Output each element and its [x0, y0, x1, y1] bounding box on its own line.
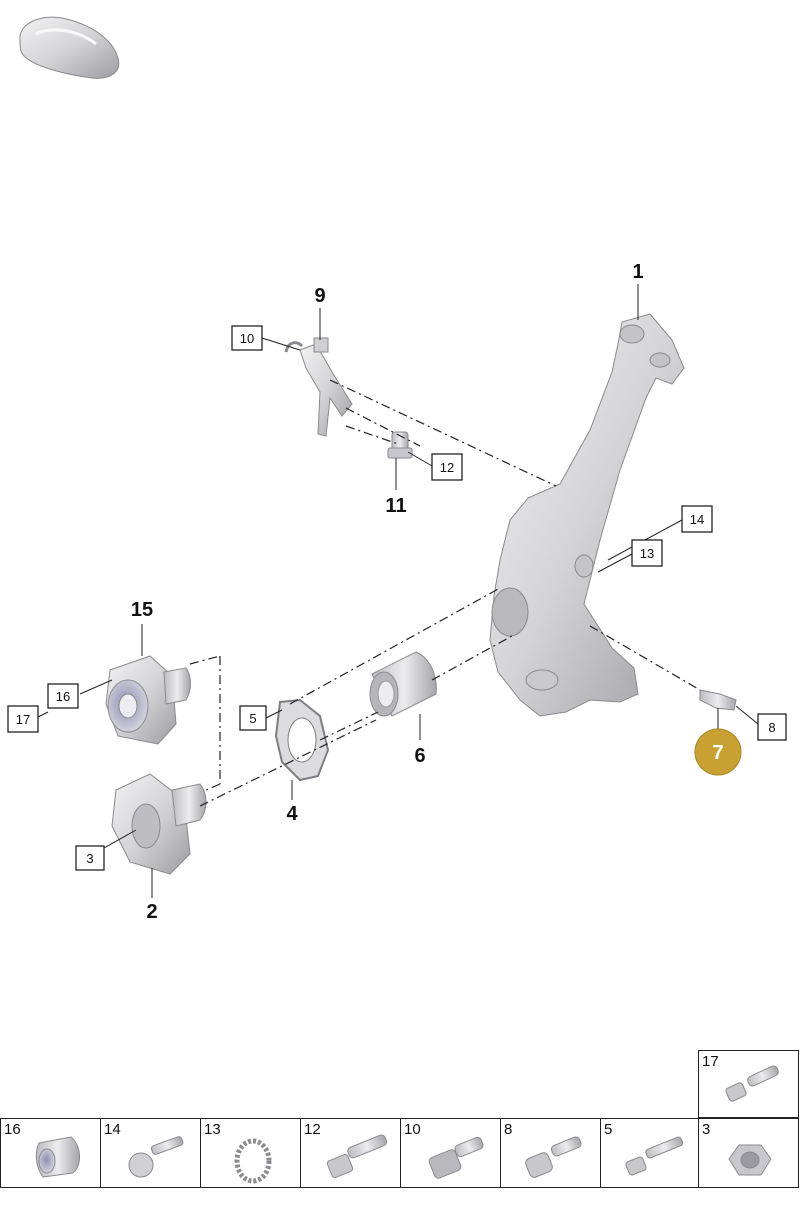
- sleeve-icon: [35, 1136, 80, 1178]
- assembly-lines: [189, 379, 701, 807]
- callout-box-14: 14: [681, 505, 713, 533]
- flange-bolt-icon: [625, 1136, 684, 1176]
- svg-text:8: 8: [768, 720, 775, 735]
- parts-cell-17[interactable]: 17: [698, 1050, 799, 1118]
- svg-text:7: 7: [712, 742, 723, 764]
- svg-text:12: 12: [440, 460, 454, 475]
- wheel-hub-part-15: [105, 655, 191, 745]
- callout-6: 6: [414, 745, 425, 767]
- svg-text:10: 10: [240, 331, 254, 346]
- callout-box-13: 13: [631, 539, 663, 567]
- bolt-icon: [725, 1065, 779, 1102]
- sensor-bracket-part: [284, 337, 353, 437]
- parts-cell-number: 12: [304, 1121, 321, 1138]
- parts-cell-number: 17: [702, 1053, 719, 1070]
- callout-box-12: 12: [431, 453, 463, 481]
- callout-9: 9: [314, 285, 325, 307]
- parts-cell-16[interactable]: 16: [0, 1118, 101, 1188]
- callout-box-3: 3: [75, 845, 105, 871]
- parts-cell-14[interactable]: 14: [100, 1118, 201, 1188]
- highlighted-callout-7[interactable]: 7: [694, 728, 742, 776]
- parts-cell-number: 3: [702, 1121, 711, 1138]
- hex-bolt-icon: [326, 1134, 388, 1179]
- callout-box-16: 16: [47, 683, 79, 709]
- callout-11: 11: [385, 495, 406, 517]
- callout-15: 15: [131, 599, 153, 621]
- parts-cell-13[interactable]: 13: [200, 1118, 301, 1188]
- callout-box-10: 10: [231, 325, 263, 351]
- svg-text:16: 16: [56, 689, 70, 704]
- wheel-bearing-part: [369, 651, 437, 717]
- parts-cell-10[interactable]: 10: [400, 1118, 501, 1188]
- leader-lines: [35, 284, 759, 898]
- parts-cell-12[interactable]: 12: [300, 1118, 401, 1188]
- lock-washer-icon: [234, 1138, 272, 1184]
- callout-box-17: 17: [7, 705, 39, 733]
- svg-text:14: 14: [690, 512, 704, 527]
- parts-cell-number: 13: [204, 1121, 221, 1138]
- parts-cell-number: 5: [604, 1121, 613, 1138]
- svg-text:13: 13: [640, 546, 654, 561]
- svg-text:5: 5: [249, 711, 256, 726]
- callout-4: 4: [286, 803, 298, 825]
- callout-1: 1: [632, 261, 643, 283]
- parts-cell-number: 8: [504, 1121, 513, 1138]
- svg-text:17: 17: [16, 712, 30, 727]
- hex-bolt-icon: [428, 1136, 484, 1179]
- wheel-hub-part-2: [111, 773, 207, 875]
- callout-box-8: 8: [757, 713, 787, 741]
- bolt-icon: [128, 1136, 184, 1178]
- car-thumbnail-icon: [19, 16, 120, 79]
- svg-text:3: 3: [86, 851, 93, 866]
- parts-cell-number: 10: [404, 1121, 421, 1138]
- callout-box-5: 5: [239, 705, 267, 731]
- parts-cell-8[interactable]: 8: [500, 1118, 601, 1188]
- socket-bolt-icon: [525, 1136, 582, 1178]
- steering-knuckle-part: [489, 313, 685, 717]
- parts-cell-number: 16: [4, 1121, 21, 1138]
- parts-cell-3[interactable]: 3: [698, 1118, 799, 1188]
- hex-nut-icon: [728, 1144, 772, 1176]
- parts-cell-5[interactable]: 5: [600, 1118, 699, 1188]
- parts-cell-number: 14: [104, 1121, 121, 1138]
- callout-2: 2: [146, 901, 157, 923]
- shield-plate-part-4: [274, 698, 330, 782]
- speed-sensor-part: [699, 689, 737, 711]
